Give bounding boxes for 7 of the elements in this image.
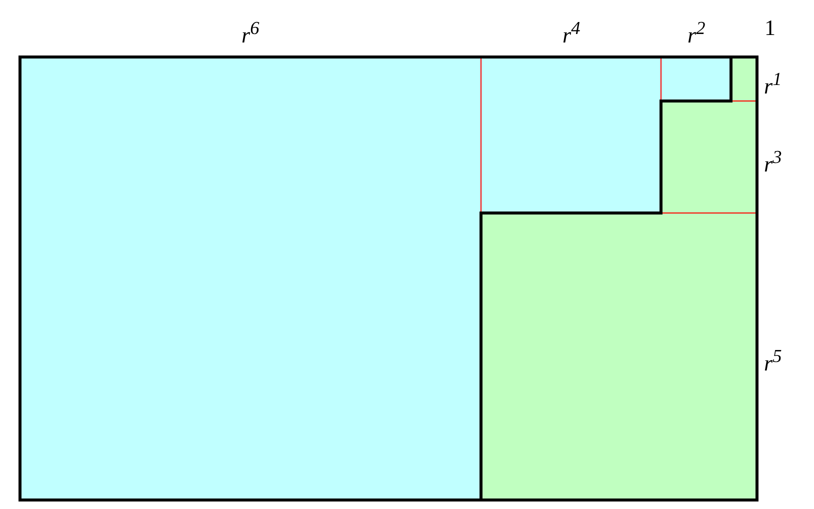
side-length-label: r$^{5}$ [764,345,782,376]
side-length-label: r$^{6}$ [242,17,260,48]
side-length-label: r$^{2}$ [688,17,706,48]
side-length-label: r$^{1}$ [764,68,782,98]
side-length-label: 1 [764,16,776,40]
side-length-label: r$^{4}$ [562,17,580,48]
side-length-label: r$^{3}$ [764,146,782,176]
